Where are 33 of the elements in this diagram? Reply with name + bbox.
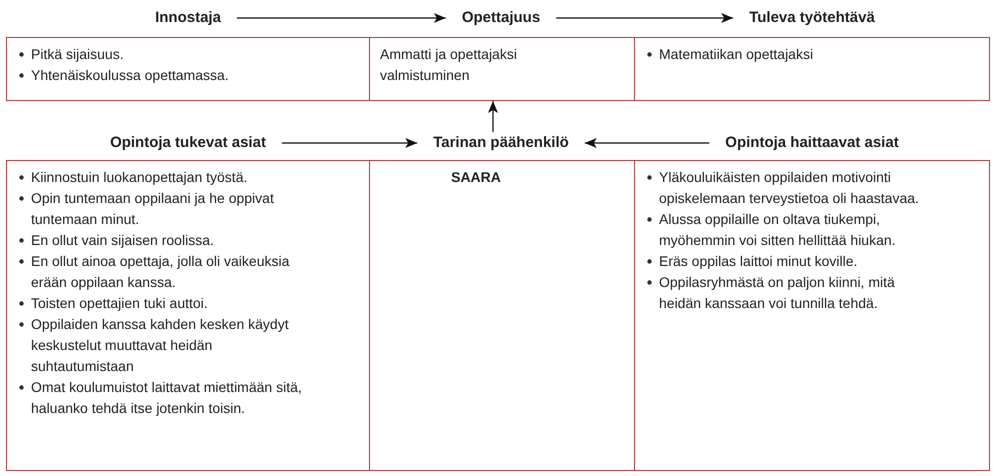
- bullet-text: Omat koulumuistot laittavat miettimään sitä, haluanko tehdä itse jotenkin toisin.: [31, 379, 302, 416]
- bullet-text: En ollut vain sijaisen roolissa.: [31, 232, 214, 248]
- content-cell: [634, 160, 990, 471]
- actant-heading: Innostaja: [155, 9, 221, 27]
- actant-heading: Opintoja tukevat asiat: [110, 134, 266, 152]
- bullet-text: Yläkouluikäisten oppilaiden motivointi opiskelemaan terveystietoa oli haastavaa.: [659, 169, 919, 206]
- bullet-text: Yhtenäiskoulussa opettamassa.: [31, 67, 229, 83]
- content-cell: [369, 37, 635, 101]
- cell-text: Ammatti ja opettajaksi valmistuminen: [380, 45, 518, 85]
- actant-heading: Tarinan päähenkilö: [433, 134, 569, 152]
- bullet-text: Oppilasryhmästä on paljon kiinni, mitä heidän kanssaan voi tunnilla tehdä.: [659, 274, 895, 311]
- content-cell: [6, 37, 370, 101]
- content-cell: [369, 160, 635, 471]
- arrow: [556, 13, 734, 23]
- bullet-text: Kiinnostuin luokanopettajan työstä.: [31, 169, 248, 185]
- bullet-text: Oppilaiden kanssa kahden kesken käydyt keskustelut muuttavat heidän suhtautumistaan: [31, 316, 289, 374]
- content-cell: [634, 37, 990, 101]
- bullet-text: Toisten opettajien tuki auttoi.: [31, 295, 208, 311]
- character-name: SAARA: [450, 168, 502, 187]
- arrow: [282, 138, 418, 148]
- arrow: [488, 101, 498, 132]
- bullet-text: Eräs oppilas laittoi minut koville.: [659, 253, 858, 269]
- bullet-text: Matematiikan opettajaksi: [659, 46, 814, 62]
- arrow: [236, 13, 446, 23]
- bullet-text: Alussa oppilaille on oltava tiukempi, myöhemmin voi sitten hellittää hiukan.: [659, 211, 896, 248]
- actant-heading: Tuleva työtehtävä: [749, 9, 875, 27]
- actant-heading: Opintoja haittaavat asiat: [725, 134, 899, 152]
- actant-heading: Opettajuus: [462, 9, 540, 27]
- arrow: [584, 138, 710, 148]
- content-cell: [6, 160, 370, 471]
- bullet-text: Pitkä sijaisuus.: [31, 46, 124, 62]
- bullet-text: Opin tuntemaan oppilaani ja he oppivat tuntemaan minut.: [31, 190, 274, 227]
- bullet-text: En ollut ainoa opettaja, jolla oli vaikeuksia erään oppilaan kanssa.: [31, 253, 290, 290]
